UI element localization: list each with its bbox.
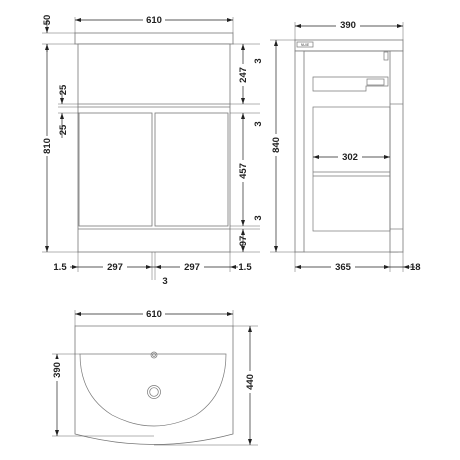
- arrow-head: [45, 27, 49, 33]
- side-view: NUIE 302 390: [270, 19, 421, 273]
- top-basin-bowl: [79, 353, 227, 427]
- arrow-head: [241, 220, 245, 226]
- arrow-head: [274, 40, 278, 46]
- side-back-wall: [294, 50, 305, 253]
- arrow-head: [72, 265, 78, 269]
- dim-label-front-width: 610: [146, 15, 162, 26]
- dim-label-overall-depth: 440: [245, 374, 256, 390]
- dim-label-rail-b: 25: [58, 124, 69, 135]
- arrow-head: [60, 98, 64, 104]
- arrow-head: [241, 44, 245, 50]
- arrow-head: [313, 155, 319, 159]
- front-right-door: [154, 112, 229, 227]
- arrow-head: [55, 354, 59, 360]
- arrow-head: [397, 24, 403, 28]
- top-view: 610 390 440: [51, 307, 258, 446]
- waste-outlet: [147, 385, 161, 399]
- dim-label-top-width: 610: [146, 309, 162, 320]
- dim-label-door-height: 457: [238, 163, 249, 179]
- label-mask: [51, 359, 63, 381]
- label-mask: [338, 151, 362, 163]
- dim-label-drawer-height: 247: [238, 67, 249, 83]
- tap-hole-inner: [152, 353, 156, 357]
- dim-label-plinth-height: 97: [238, 236, 249, 247]
- dim-label-door-right: 297: [184, 262, 200, 273]
- arrow-head: [248, 439, 252, 445]
- label-mask: [331, 261, 355, 273]
- side-upper-compartment: [312, 76, 389, 92]
- side-logo-badge: [296, 41, 314, 48]
- label-mask: [143, 307, 165, 319]
- arrow-head: [274, 246, 278, 252]
- dim-label-rail-a: 25: [58, 84, 69, 95]
- tap-hole: [150, 351, 158, 359]
- label-mask: [238, 64, 250, 86]
- dim-label-margin-right: 1.5: [238, 262, 252, 273]
- arrow-head: [295, 265, 301, 269]
- arrow-head: [146, 265, 152, 269]
- dim-label-body-depth: 365: [335, 262, 352, 273]
- label-mask: [244, 371, 256, 393]
- label-mask: [270, 134, 282, 156]
- label-mask: [143, 13, 165, 25]
- arrow-head: [295, 24, 301, 28]
- arrow-head: [155, 265, 161, 269]
- dim-label-top-height: 50: [42, 15, 53, 26]
- dim-label-front-total-height: 810: [42, 138, 53, 154]
- arrow-head: [241, 229, 245, 235]
- arrow-head: [55, 430, 59, 436]
- dim-label-inner-depth: 302: [342, 152, 358, 163]
- front-left-door: [78, 112, 153, 227]
- arrow-head: [241, 246, 245, 252]
- dim-label-side-top-depth: 390: [340, 20, 356, 31]
- label-mask: [180, 261, 204, 273]
- dim-label-side-total-height: 840: [271, 137, 282, 153]
- front-view: 610 50 810 25 25 247: [41, 13, 264, 287]
- dim-label-basin-depth: 390: [52, 362, 63, 378]
- arrow-head: [75, 18, 81, 22]
- dim-label-door-gap: 3: [162, 276, 167, 287]
- side-door-front: [389, 50, 404, 253]
- label-mask: [336, 19, 360, 31]
- dim-label-door-thickness: 18: [410, 262, 421, 273]
- side-tap-detail: [383, 51, 389, 61]
- front-basin-top: [74, 32, 234, 45]
- dim-label-gap-mid: 3: [253, 121, 264, 126]
- label-mask: [41, 136, 53, 156]
- dim-label-margin-left: 1.5: [53, 262, 67, 273]
- side-waste-trap: [366, 78, 385, 86]
- arrow-head: [241, 98, 245, 104]
- dim-label-gap-lower: 3: [253, 215, 264, 220]
- arrow-head: [403, 265, 409, 269]
- dim-label-door-left: 297: [107, 262, 123, 273]
- label-mask: [103, 261, 127, 273]
- arrow-head: [75, 312, 81, 316]
- arrow-head: [230, 265, 236, 269]
- arrow-head: [227, 18, 233, 22]
- side-inner-box: [312, 106, 391, 232]
- arrow-head: [384, 265, 390, 269]
- side-logo-text: NUIE: [301, 43, 310, 47]
- waste-outlet-inner: [149, 387, 159, 397]
- arrow-head: [227, 312, 233, 316]
- arrow-head: [248, 326, 252, 332]
- dim-label-gap-upper: 3: [253, 58, 264, 63]
- arrow-head: [241, 113, 245, 119]
- label-mask: [238, 160, 250, 182]
- arrow-head: [45, 246, 49, 252]
- arrow-head: [60, 113, 64, 119]
- arrow-head: [384, 155, 390, 159]
